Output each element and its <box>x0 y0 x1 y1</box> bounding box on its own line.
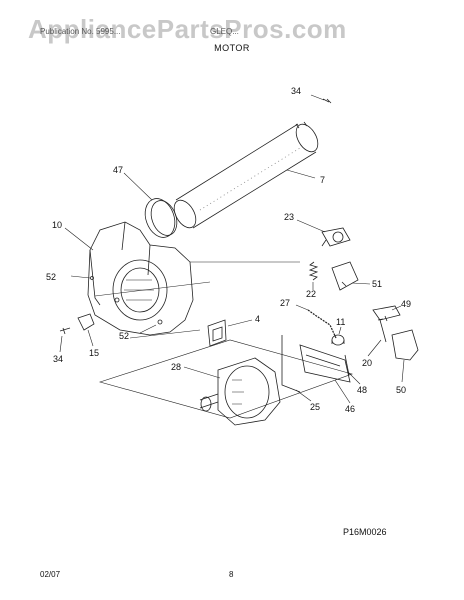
publication-number: Publication No. 5995... <box>40 27 121 36</box>
spring-22 <box>308 261 319 281</box>
motor-bracket-46 <box>299 344 351 383</box>
callout-23: 23 <box>284 212 294 222</box>
screw-34-lower <box>59 327 71 335</box>
callout-25: 25 <box>310 402 320 412</box>
callout-49: 49 <box>401 299 411 309</box>
screw-34-top <box>322 98 332 104</box>
callout-52-left: 52 <box>46 272 56 282</box>
footer-page-number: 8 <box>229 570 234 579</box>
callout-20: 20 <box>362 358 372 368</box>
seal-ring-47 <box>144 198 178 238</box>
callout-22: 22 <box>306 289 316 299</box>
callout-34-bottom: 34 <box>53 354 63 364</box>
screw-20 <box>377 318 387 343</box>
drive-motor-28 <box>199 357 281 426</box>
section-title: MOTOR <box>214 43 250 53</box>
site-watermark: AppliancePartsPros.com <box>28 14 347 44</box>
callout-46: 46 <box>345 404 355 414</box>
bracket-50 <box>391 329 419 361</box>
motor-base-plate <box>98 339 353 419</box>
callout-52-bottom: 52 <box>119 331 129 341</box>
diagram-code: P16M0026 <box>343 527 387 537</box>
callout-47: 47 <box>113 165 123 175</box>
switch-49 <box>372 305 401 322</box>
callout-7: 7 <box>320 175 325 185</box>
callout-48: 48 <box>357 385 367 395</box>
footer-date: 02/07 <box>40 570 61 579</box>
callout-50: 50 <box>396 385 406 395</box>
motor-mount-4 <box>207 319 227 347</box>
model-number: GLEQ... <box>210 27 239 36</box>
bracket-51 <box>331 261 359 291</box>
callout-51: 51 <box>372 279 382 289</box>
callout-34-top: 34 <box>291 86 301 96</box>
callout-10: 10 <box>52 220 62 230</box>
callout-11: 11 <box>336 317 345 327</box>
idler-pulley-11 <box>331 334 345 346</box>
thermostat-23 <box>321 227 351 247</box>
rod-25 <box>281 335 301 393</box>
callout-4: 4 <box>255 314 260 324</box>
clip-15 <box>77 313 95 331</box>
screw-48 <box>344 354 350 376</box>
callout-labels: 34 7 47 10 23 52 51 22 27 49 4 11 52 34 … <box>46 86 411 414</box>
callout-15: 15 <box>89 348 99 358</box>
exhaust-duct-7 <box>173 121 319 229</box>
callout-27: 27 <box>280 298 290 308</box>
idler-arm-27 <box>307 309 337 339</box>
blower-housing-10 <box>87 221 194 336</box>
callout-28: 28 <box>171 362 181 372</box>
